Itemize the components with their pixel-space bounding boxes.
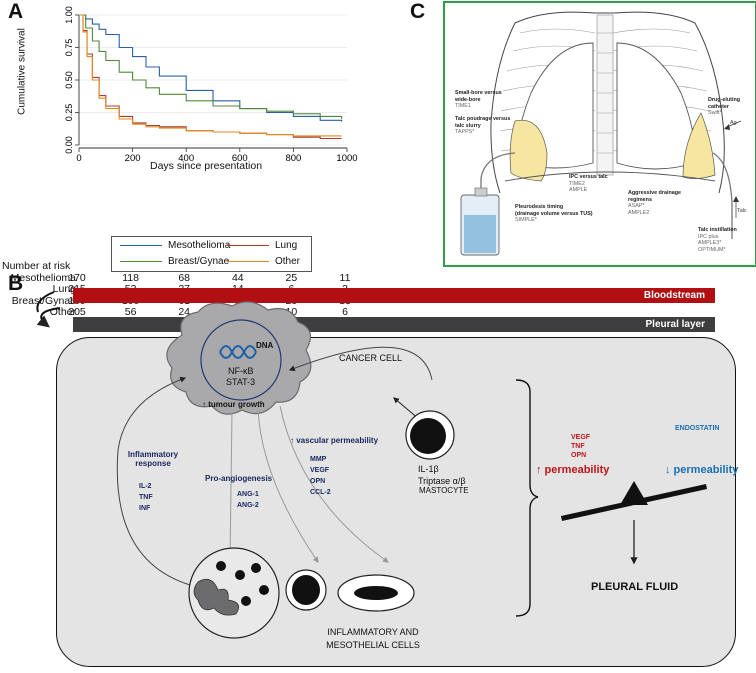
km-x-axis-label: Days since presentation <box>150 160 263 172</box>
panel-a-letter: A <box>8 0 24 23</box>
legend-item-other: Other <box>227 256 300 267</box>
mechanism-diagram <box>36 291 707 639</box>
bloodstream-bar: Bloodstream <box>73 288 715 303</box>
risk-row-name: Lung <box>52 283 76 296</box>
risk-value: 24 <box>178 306 191 319</box>
risk-value: 11 <box>339 271 351 284</box>
km-x-tick-label: 800 <box>285 153 301 164</box>
km-legend: Mesothelioma Lung Breast/Gynae Other <box>111 236 312 272</box>
risk-row-name: Breast/Gynae <box>11 294 76 307</box>
km-x-tick-label: 400 <box>178 153 194 164</box>
risk-value: 44 <box>231 271 244 284</box>
risk-row-name: Mesothelioma <box>10 271 76 284</box>
legend-item-mesothelioma: Mesothelioma <box>120 240 230 251</box>
mastocyte-label: MASTOCYTE <box>419 486 469 495</box>
nfkb-label: NF-κB <box>228 366 254 376</box>
km-y-tick-label: 0.50 <box>64 71 74 89</box>
cancer-cell-label: CANCER CELL <box>339 353 403 363</box>
km-y-tick-label: 1.00 <box>64 6 74 24</box>
risk-value: 56 <box>124 306 137 319</box>
km-y-tick-label: 0.00 <box>64 136 74 154</box>
legend-item-breast-gynae: Breast/Gynae <box>120 256 229 267</box>
stat3-label: STAT-3 <box>226 377 256 387</box>
endostatin-label: ENDOSTATIN <box>675 425 720 432</box>
km-y-tick-label: 0.75 <box>64 39 74 57</box>
risk-table-title: Number at risk <box>2 260 71 272</box>
km-y-axis-label: Cumulative survival <box>16 28 28 115</box>
chest-illustration <box>460 11 742 256</box>
risk-row-name: Other <box>49 306 76 319</box>
km-curve-other <box>79 14 342 137</box>
vascular-permeability-label: ↑ vascular permeability <box>290 436 379 445</box>
legend-item-lung: Lung <box>227 240 297 251</box>
km-x-tick-label: 600 <box>232 153 248 164</box>
risk-value: 68 <box>178 271 191 284</box>
label-pleurodesis-timing: Pleurodesis timing(drainage volume versu… <box>515 204 593 223</box>
label-ag: Ag <box>730 120 737 126</box>
label-talc: Talc <box>737 208 747 214</box>
km-y-tick-label: 0.25 <box>64 104 74 122</box>
km-x-tick-label: 1000 <box>336 153 357 164</box>
km-x-tick-label: 200 <box>125 153 141 164</box>
risk-value: 25 <box>285 271 298 284</box>
dna-label: DNA <box>256 341 274 350</box>
up-permeability-label: ↑ permeability <box>536 464 610 476</box>
km-survival-chart: 0.00 0.25 0.50 0.75 1.00 0 200 400 600 800 1000 <box>64 6 358 164</box>
km-curve-breast-gynae <box>79 14 343 119</box>
risk-value: 118 <box>122 271 139 284</box>
km-curve-lung <box>79 14 342 140</box>
risk-value: 6 <box>342 306 348 319</box>
risk-value: 170 <box>68 271 86 284</box>
panel-c-letter: C <box>410 0 426 23</box>
tumour-growth-label: ↑ tumour growth <box>202 400 265 409</box>
pleural-fluid-label: PLEURAL FLUID <box>591 581 679 593</box>
risk-value: 205 <box>68 306 86 319</box>
panel-b-letter: B <box>8 272 24 295</box>
down-permeability-label: ↓ permeability <box>665 464 739 476</box>
km-x-tick-label: 0 <box>76 153 81 164</box>
pro-angiogenesis-label: Pro-angiogenesis <box>205 474 273 483</box>
